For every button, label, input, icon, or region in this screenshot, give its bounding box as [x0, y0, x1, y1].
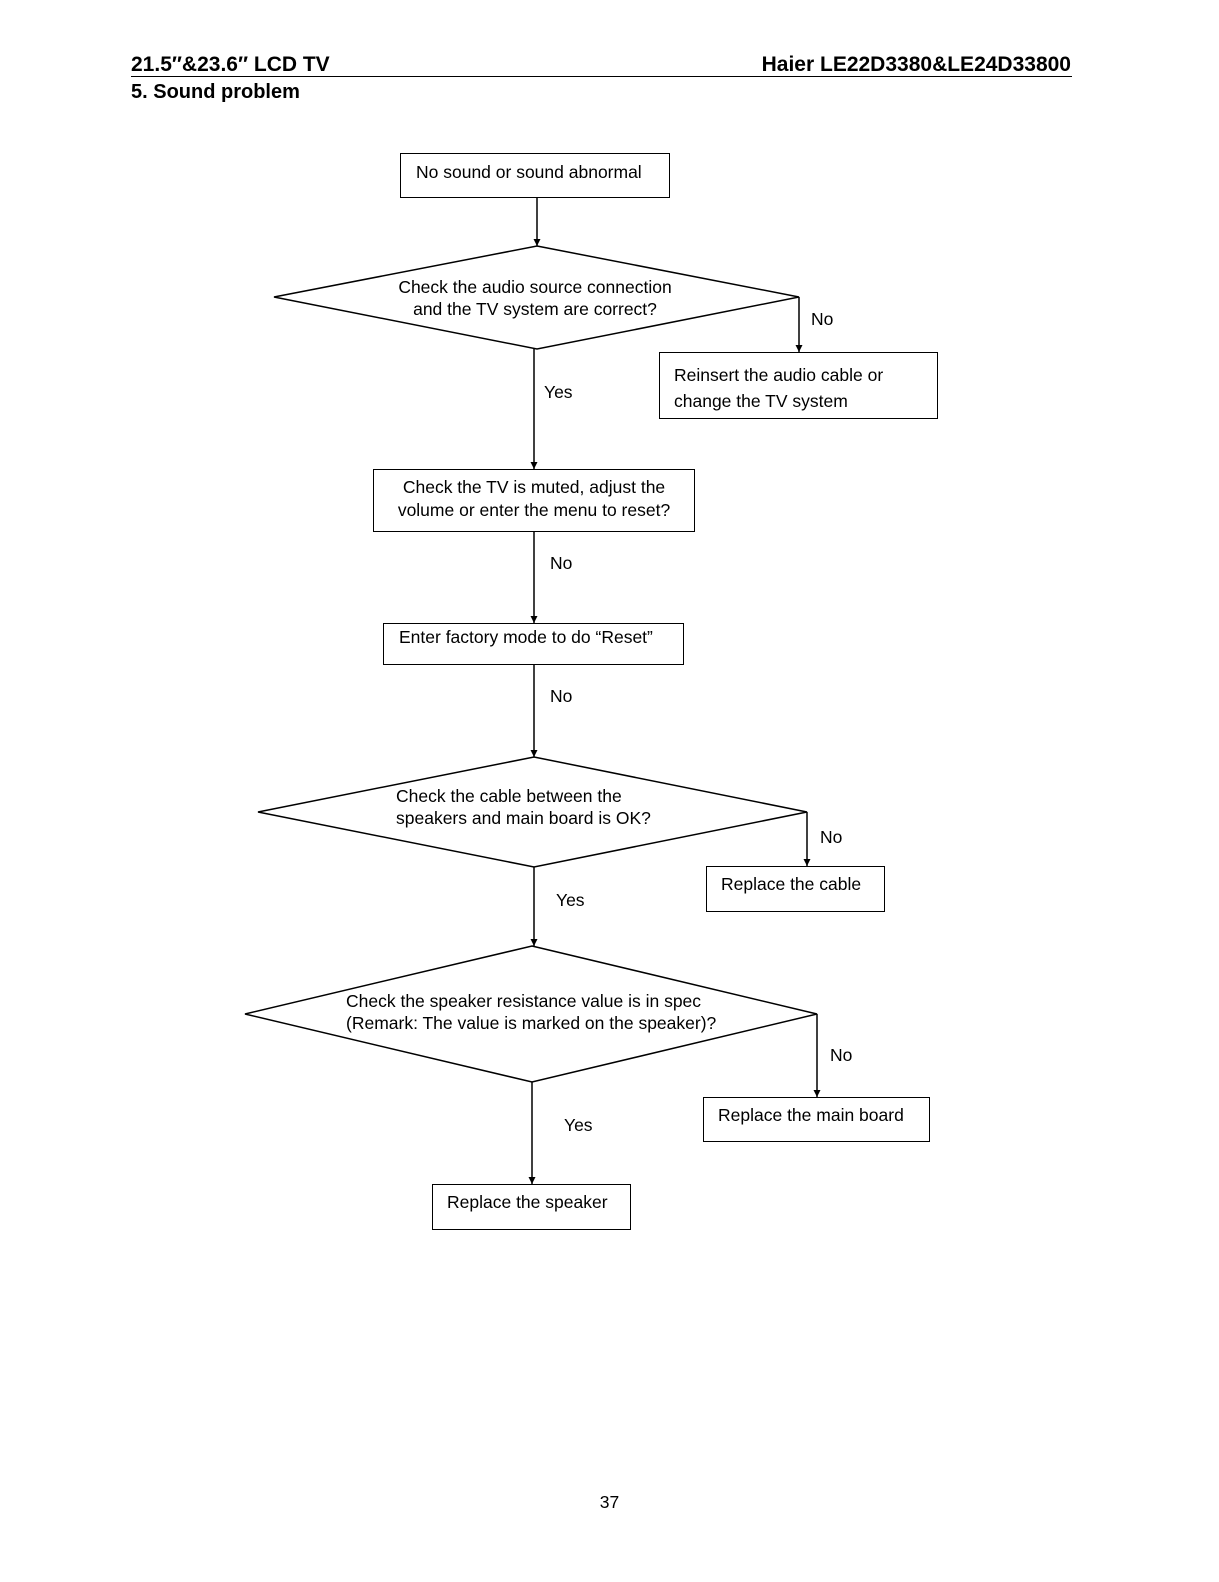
decision1-line-2: and the TV system are correct? — [413, 299, 657, 319]
replace-cable-label: Replace the cable — [721, 874, 862, 894]
decision1-text: Check the audio source connection and th… — [340, 276, 730, 320]
factory-reset-box: Enter factory mode to do “Reset” — [383, 623, 684, 665]
replace-speaker-label: Replace the speaker — [447, 1192, 608, 1212]
factory-no-label: No — [550, 686, 573, 706]
start-box: No sound or sound abnormal — [400, 153, 670, 198]
muted-line-1: Check the TV is muted, adjust the — [402, 477, 666, 497]
replace-main-board-label: Replace the main board — [718, 1105, 904, 1125]
muted-no-label: No — [550, 553, 573, 573]
factory-reset-label: Enter factory mode to do “Reset” — [399, 627, 653, 647]
header-rule — [131, 76, 1072, 77]
decision2-yes-label: Yes — [556, 890, 585, 910]
muted-check-box: Check the TV is muted, adjust the volume… — [373, 469, 695, 532]
page-number: 37 — [599, 1492, 620, 1512]
decision3-text: Check the speaker resistance value is in… — [346, 990, 716, 1034]
decision2-line-1: Check the cable between the — [396, 786, 622, 806]
reinsert-line-1: Reinsert the audio cable or — [674, 365, 884, 385]
decision3-line-1: Check the speaker resistance value is in… — [346, 991, 702, 1011]
decision2-line-2: speakers and main board is OK? — [396, 808, 651, 828]
decision3-line-2: (Remark: The value is marked on the spea… — [346, 1013, 717, 1033]
decision1-yes-label: Yes — [544, 382, 573, 402]
replace-main-board-box: Replace the main board — [703, 1097, 930, 1142]
reinsert-line-2: change the TV system — [674, 391, 848, 411]
decision3-yes-label: Yes — [564, 1115, 593, 1135]
replace-speaker-box: Replace the speaker — [432, 1184, 631, 1230]
decision2-text: Check the cable between the speakers and… — [396, 785, 651, 829]
section-title: 5. Sound problem — [131, 81, 300, 103]
decision3-no-label: No — [830, 1045, 853, 1065]
decision2-no-label: No — [820, 827, 843, 847]
muted-line-2: volume or enter the menu to reset? — [397, 500, 671, 520]
start-label: No sound or sound abnormal — [416, 162, 642, 182]
decision-diamond-audio — [273, 245, 800, 350]
reinsert-cable-box: Reinsert the audio cable or change the T… — [659, 352, 938, 419]
document-brand-heading: Haier LE22D3380&LE24D33800 — [761, 53, 1071, 76]
document-model-heading: 21.5″&23.6″ LCD TV — [131, 53, 330, 76]
decision1-no-label: No — [811, 309, 834, 329]
replace-cable-box: Replace the cable — [706, 866, 885, 912]
decision1-line-1: Check the audio source connection — [398, 277, 672, 297]
